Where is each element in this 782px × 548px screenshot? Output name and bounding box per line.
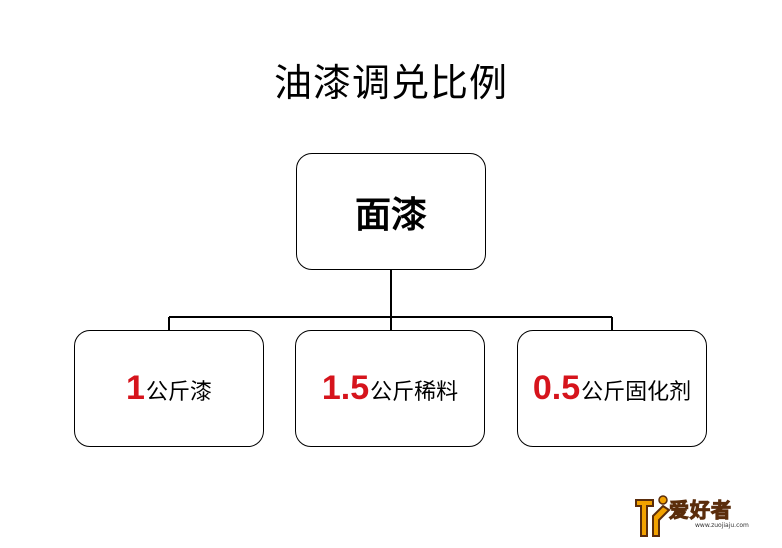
child-node-thinner: 1.5 公斤稀料 [295,330,485,447]
child-node-content: 0.5 公斤固化剂 [533,369,691,408]
watermark-url: www.zuojiaju.com [695,522,749,529]
child-node-content: 1 公斤漆 [126,369,212,408]
child-quantity: 1 [126,369,145,407]
child-quantity: 0.5 [532,369,581,407]
watermark-text: 爱好者 [669,498,732,523]
diagram-title: 油漆调兑比例 [273,61,508,105]
root-node: 面漆 [296,153,486,270]
watermark-logo: 爱好者 www.zuojiaju.com [633,492,773,542]
child-unit: 公斤漆 [145,380,212,405]
child-unit: 公斤固化剂 [581,380,692,405]
child-node-paint: 1 公斤漆 [74,330,264,447]
child-quantity: 1.5 [321,369,370,407]
carpenter-logo-icon [635,495,671,537]
child-node-content: 1.5 公斤稀料 [322,369,458,408]
child-unit: 公斤稀料 [370,380,459,405]
child-node-hardener: 0.5 公斤固化剂 [517,330,707,447]
root-node-label: 面漆 [354,194,427,236]
